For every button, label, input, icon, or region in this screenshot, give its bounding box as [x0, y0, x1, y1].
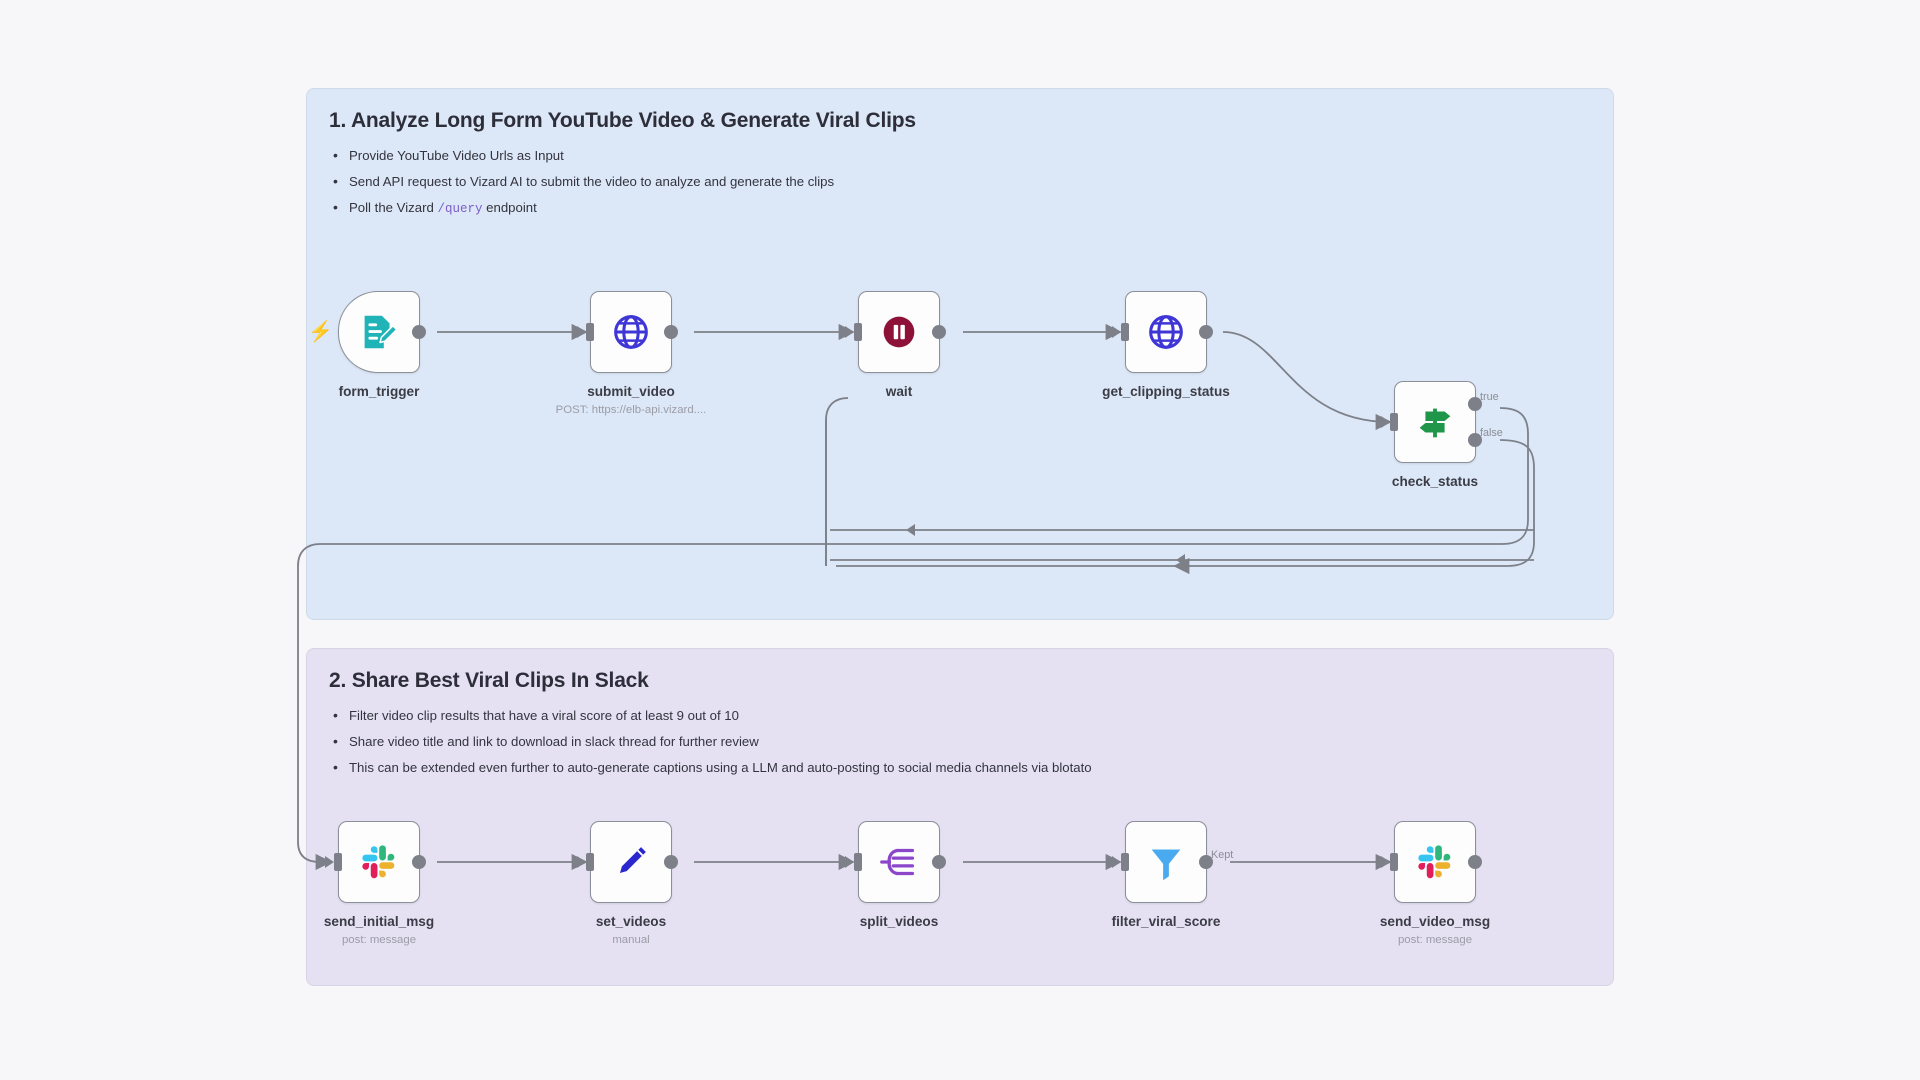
output-port[interactable] — [664, 325, 678, 339]
node-label: form_trigger — [338, 384, 420, 399]
node-form-trigger[interactable]: form_trigger — [338, 291, 426, 399]
node-label: split_videos — [859, 914, 939, 929]
list-item: This can be extended even further to aut… — [329, 758, 1591, 777]
input-port[interactable] — [1381, 853, 1398, 871]
output-port[interactable] — [664, 855, 678, 869]
node-submit-video[interactable]: submit_video POST: https://elb-api.vizar… — [556, 291, 706, 416]
node-filter-viral-score[interactable]: Kept filter_viral_score — [1112, 821, 1233, 929]
output-port-true[interactable]: true — [1468, 391, 1499, 412]
output-label-kept: Kept — [1211, 849, 1234, 861]
node-split-videos[interactable]: split_videos — [845, 821, 946, 929]
trigger-bolt-icon: ⚡ — [308, 321, 333, 343]
input-port[interactable] — [845, 323, 862, 341]
output-port[interactable] — [412, 855, 426, 869]
split-out-icon — [880, 848, 915, 876]
node-label: filter_viral_score — [1111, 914, 1221, 929]
globe-icon — [614, 315, 648, 349]
node-set-videos[interactable]: set_videos manual — [577, 821, 678, 946]
slack-icon — [362, 845, 395, 879]
section-2-title: 2. Share Best Viral Clips In Slack — [329, 669, 649, 692]
bullet-text: Share video title and link to download i… — [349, 733, 759, 749]
node-sublabel: post: message — [341, 934, 417, 946]
node-sublabel: POST: https://elb-api.vizard.... — [555, 404, 707, 416]
node-label: get_clipping_status — [1102, 384, 1230, 399]
input-port[interactable] — [1112, 323, 1129, 341]
node-label: wait — [885, 384, 913, 399]
output-label-true: true — [1480, 391, 1499, 404]
node-wait[interactable]: wait — [845, 291, 946, 399]
form-edit-icon — [364, 315, 398, 349]
bullet-text: This can be extended even further to aut… — [349, 759, 1092, 775]
section-1-title: 1. Analyze Long Form YouTube Video & Gen… — [329, 109, 916, 132]
section-2-bullet-list: Filter video clip results that have a vi… — [329, 706, 1591, 777]
node-get-clipping-status[interactable]: get_clipping_status — [1102, 291, 1230, 399]
input-port[interactable] — [325, 853, 342, 871]
pencil-icon — [619, 847, 646, 874]
node-label: set_videos — [595, 914, 667, 929]
list-item: Filter video clip results that have a vi… — [329, 706, 1591, 725]
funnel-icon — [1151, 849, 1181, 881]
list-item: Provide YouTube Video Urls as Input — [329, 146, 1591, 165]
output-label-false: false — [1480, 426, 1503, 439]
sticky-note-section-1[interactable]: 1. Analyze Long Form YouTube Video & Gen… — [306, 88, 1614, 620]
node-label: send_initial_msg — [323, 914, 435, 929]
node-label: send_video_msg — [1379, 914, 1491, 929]
input-port[interactable] — [1381, 413, 1398, 431]
list-item: Poll the Vizard /query endpoint — [329, 198, 1591, 218]
globe-icon — [1149, 315, 1183, 349]
slack-icon — [1418, 845, 1451, 879]
input-port[interactable] — [1112, 853, 1129, 871]
node-send-video-msg[interactable]: send_video_msg post: message — [1380, 821, 1490, 946]
output-port-kept[interactable]: Kept — [1199, 849, 1233, 869]
signpost-icon — [1419, 408, 1451, 438]
bullet-text: Poll the Vizard — [349, 199, 438, 215]
bullet-text: Filter video clip results that have a vi… — [349, 708, 739, 723]
input-port[interactable] — [577, 853, 594, 871]
pause-circle-icon — [883, 316, 915, 348]
output-port[interactable] — [1468, 855, 1482, 869]
node-label: submit_video — [587, 384, 675, 399]
node-label: check_status — [1391, 474, 1479, 489]
list-item: Share video title and link to download i… — [329, 732, 1591, 751]
bullet-text: Send API request to Vizard AI to submit … — [349, 173, 835, 189]
input-port[interactable] — [577, 323, 594, 341]
section-1-bullet-list: Provide YouTube Video Urls as Input Send… — [329, 146, 1591, 218]
output-port[interactable] — [932, 855, 946, 869]
node-send-initial-msg[interactable]: send_initial_msg post: message — [324, 821, 434, 946]
bullet-text: Provide YouTube Video Urls as Input — [349, 148, 564, 163]
node-sublabel: manual — [612, 934, 650, 946]
inline-code: /query — [437, 201, 483, 216]
output-port-false[interactable]: false — [1468, 427, 1503, 447]
list-item: Send API request to Vizard AI to submit … — [329, 172, 1591, 191]
output-port[interactable] — [1199, 325, 1213, 339]
node-check-status[interactable]: true false check_status — [1381, 381, 1503, 489]
output-port[interactable] — [932, 325, 946, 339]
input-port[interactable] — [845, 853, 862, 871]
output-port[interactable] — [412, 325, 426, 339]
node-sublabel: post: message — [1397, 934, 1473, 946]
bullet-text-post: endpoint — [482, 199, 537, 215]
